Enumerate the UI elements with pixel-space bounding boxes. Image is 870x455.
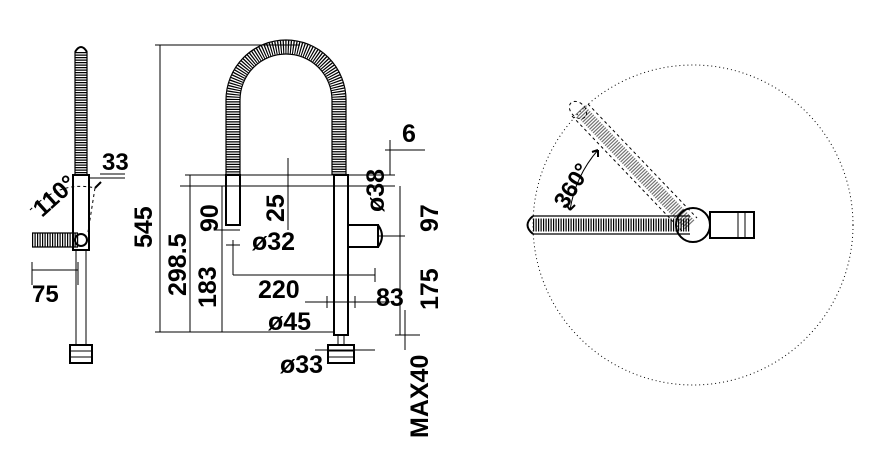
front-dim-175: 175 [416, 268, 444, 310]
front-dim-25: 25 [262, 194, 290, 222]
front-dim-220: 220 [258, 276, 300, 304]
front-max-40: MAX40 [406, 355, 434, 438]
top-lever [709, 211, 755, 239]
top-rotation-arc [569, 149, 599, 211]
front-dim-545: 545 [130, 206, 158, 248]
front-dim-90: 90 [196, 204, 224, 232]
side-dim-75: 75 [32, 281, 59, 308]
front-dia-32: ø32 [252, 228, 295, 256]
side-base-nut [69, 344, 93, 364]
front-base-nut [327, 344, 355, 364]
front-lever [347, 224, 379, 248]
front-dim-298-5: 298.5 [164, 233, 192, 296]
front-view: 545 298.5 183 90 25 ø32 220 ø45 ø33 ø38 … [130, 39, 444, 438]
top-hose-rotated [575, 105, 695, 230]
side-dim-33: 33 [102, 149, 129, 176]
front-dim-97: 97 [416, 204, 444, 232]
side-view: 33 110° 75 [28, 46, 129, 364]
top-angle-360: 360° [548, 159, 595, 213]
front-dia-33: ø33 [280, 351, 323, 379]
front-hose [226, 40, 346, 175]
top-swivel-circle [532, 64, 854, 386]
front-dim-83: 83 [376, 284, 404, 312]
front-dim-183: 183 [194, 266, 222, 308]
front-body [333, 174, 349, 336]
front-dim-6: 6 [402, 120, 416, 148]
front-dia-38: ø38 [362, 169, 390, 212]
front-dia-45: ø45 [268, 308, 311, 336]
front-spray-head [225, 174, 241, 226]
top-view: 360° [526, 64, 854, 386]
